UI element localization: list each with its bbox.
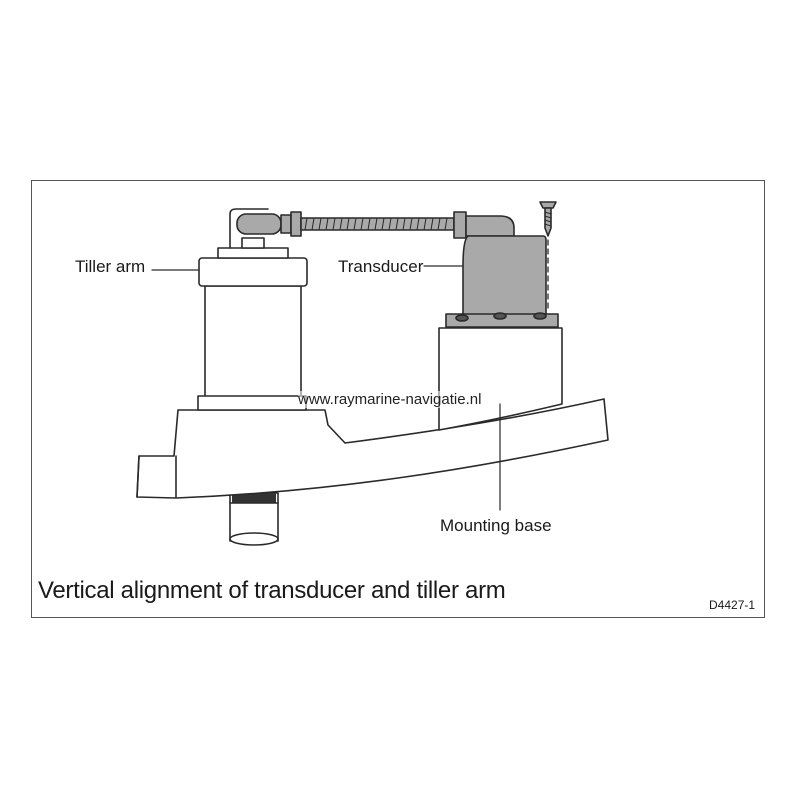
rudder-stock-shaft [229,492,279,546]
transducer-label: Transducer [338,257,424,276]
diagram-frame [31,180,765,618]
figure-code: D4427-1 [709,598,756,612]
tiller-arm-body [197,237,308,411]
tiller-arm-label: Tiller arm [75,257,146,276]
transducer-unit [445,215,559,328]
hull-deck [136,398,609,499]
push-rod [300,211,467,239]
figure-caption: Vertical alignment of transducer and til… [38,577,506,604]
mounting-base-label: Mounting base [440,516,552,535]
mounting-screw [539,201,557,313]
watermark-url: www.raymarine-navigatie.nl [298,391,482,408]
tiller-ball-joint [229,208,302,249]
